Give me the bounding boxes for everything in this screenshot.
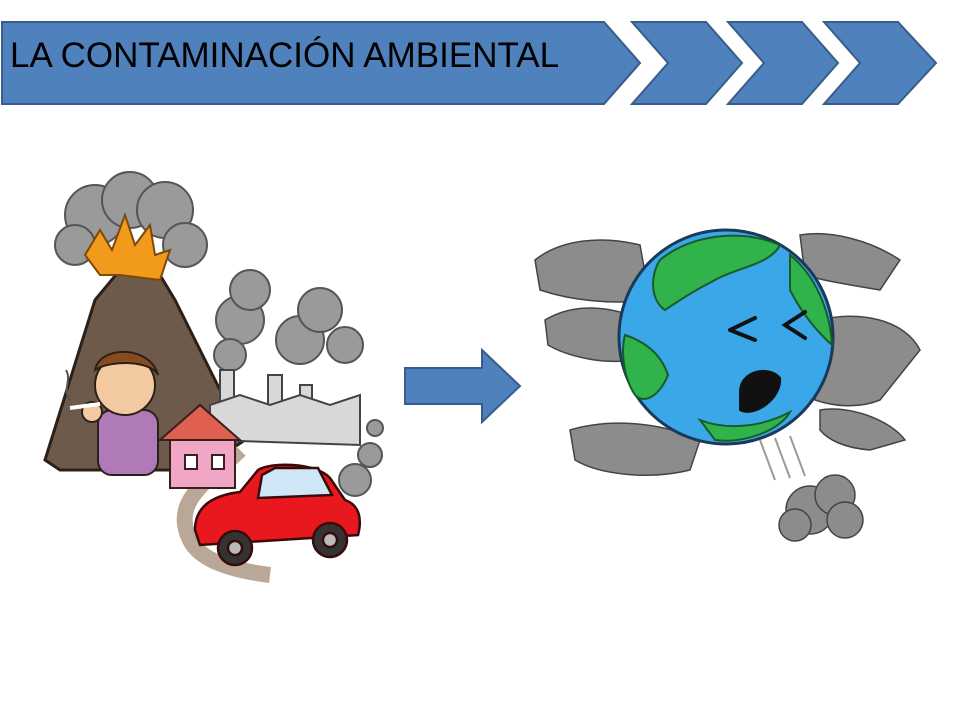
factory-icon (209, 369, 361, 447)
earth-smoke (534, 232, 921, 476)
earth-globe (617, 228, 835, 446)
smoking-man-icon (65, 350, 159, 476)
chevron-1-icon (629, 21, 744, 105)
volcano-smoke (54, 171, 208, 268)
cough-lines (759, 435, 806, 481)
page-title: LA CONTAMINACIÓN AMBIENTAL (10, 36, 560, 75)
earth-mouth (739, 369, 782, 413)
title-banner (1, 21, 938, 105)
chevron-2-icon (725, 21, 840, 105)
road (176, 444, 272, 583)
earth-land (622, 234, 834, 442)
chevron-3-icon (821, 21, 938, 105)
house-icon (157, 403, 243, 489)
volcano (43, 268, 247, 472)
lava-icon (83, 211, 172, 282)
car-exhaust-icon (338, 419, 384, 497)
factory-smoke (213, 269, 364, 372)
title-banner-main (1, 21, 642, 105)
car-icon (193, 463, 362, 567)
earth-face (728, 310, 807, 342)
cough-cloud (778, 474, 864, 542)
